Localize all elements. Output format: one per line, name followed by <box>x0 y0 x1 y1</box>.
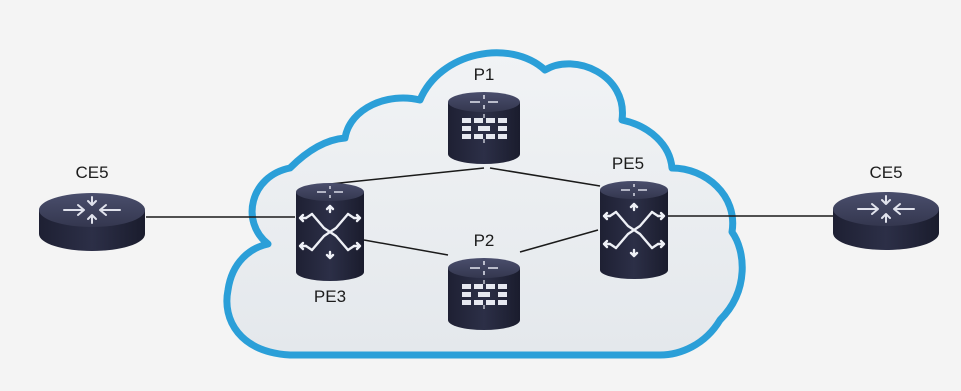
router-icon <box>38 192 146 252</box>
link-p1-pe5 <box>489 167 601 187</box>
pe5-label: PE5 <box>612 154 644 173</box>
switch-router-icon <box>294 181 366 283</box>
node-p1[interactable] <box>447 91 521 165</box>
node-ce5-right[interactable] <box>832 191 940 251</box>
router-icon <box>832 191 940 251</box>
pe3-label: PE3 <box>314 287 346 306</box>
link-pe3-p2 <box>363 239 449 256</box>
ce5-right-label: CE5 <box>869 163 902 182</box>
link-pe3-p1 <box>329 167 485 185</box>
links <box>146 167 834 256</box>
p1-label: P1 <box>474 65 495 84</box>
p2-label: P2 <box>474 231 495 250</box>
ce5-left-label: CE5 <box>75 163 108 182</box>
core-router-icon <box>447 257 521 331</box>
node-ce5-left[interactable] <box>38 192 146 252</box>
link-p2-pe5 <box>519 229 599 253</box>
node-p2[interactable] <box>447 257 521 331</box>
switch-router-icon <box>598 179 670 281</box>
node-pe5[interactable] <box>598 179 670 281</box>
provider-cloud <box>223 49 746 359</box>
core-router-icon <box>447 91 521 165</box>
node-pe3[interactable] <box>294 181 366 283</box>
